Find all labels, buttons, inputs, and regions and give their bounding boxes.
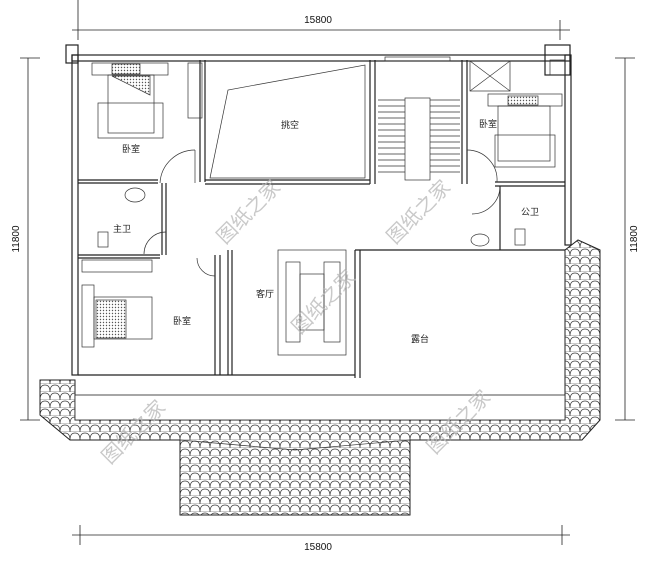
svg-text:图纸之家: 图纸之家: [382, 175, 456, 249]
wardrobe: [187, 62, 203, 119]
dimension-left: 11800: [11, 225, 22, 253]
bed-ne: [487, 93, 563, 168]
svg-text:图纸之家: 图纸之家: [287, 265, 361, 339]
staircase: [378, 56, 460, 181]
sofa-set: [277, 249, 347, 356]
label-living-room: 客厅: [256, 288, 274, 300]
dimension-lines: [20, 0, 635, 545]
bed-sw: [81, 259, 153, 348]
label-void: 挑空: [281, 119, 299, 131]
dimension-top: 15800: [304, 15, 332, 26]
void-outline: [209, 64, 366, 179]
label-bedroom-sw: 卧室: [173, 315, 191, 327]
label-terrace: 露台: [411, 333, 429, 345]
label-bedroom-ne: 卧室: [479, 118, 497, 130]
elevator-shaft: [469, 59, 566, 92]
label-master-bath: 主卫: [113, 223, 131, 235]
doors: [143, 149, 501, 277]
dimension-bottom: 15800: [304, 542, 332, 553]
bed-nw: [91, 62, 169, 139]
label-bedroom-nw: 卧室: [122, 143, 140, 155]
walls: [65, 44, 572, 378]
roof-tiles: [39, 239, 601, 516]
bath-fixtures: [97, 187, 526, 248]
svg-text:图纸之家: 图纸之家: [212, 175, 286, 249]
dimension-right: 11800: [629, 225, 640, 253]
label-public-bath: 公卫: [521, 207, 539, 218]
